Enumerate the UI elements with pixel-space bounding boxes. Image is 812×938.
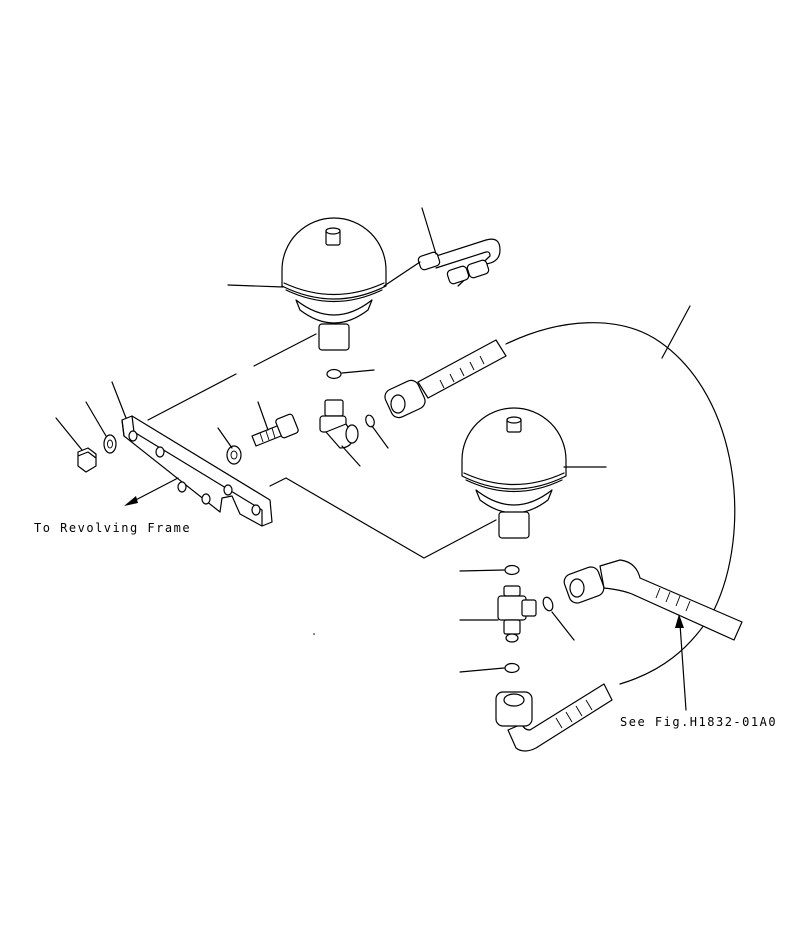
hose-u-bend [417, 238, 501, 287]
nut [77, 447, 97, 473]
o-ring-lower-1 [504, 564, 520, 576]
leader-washer-mid [217, 427, 233, 449]
leader-bolt [257, 401, 269, 431]
leader-hose-u [421, 207, 437, 255]
leader-o-ring-lower-1 [459, 569, 505, 572]
label-revolving-frame: To Revolving Frame [34, 521, 191, 535]
see-fig-arrow-line [679, 623, 687, 711]
leader-o-ring-elbow [371, 425, 389, 449]
washer-mid [226, 445, 242, 465]
leader-nut [55, 417, 83, 451]
accumulator-upper [281, 217, 387, 351]
washer-left [103, 434, 117, 454]
accumulator-lower [461, 407, 567, 539]
see-fig-arrow-head [675, 614, 684, 628]
center-line-2 [269, 477, 497, 559]
leader-o-ring-upper [341, 369, 375, 374]
stray-dot [313, 633, 315, 635]
leader-hose-loop [661, 305, 691, 359]
bracket [121, 415, 273, 527]
leader-bracket [111, 381, 127, 419]
frame-arrow-head [124, 496, 138, 506]
hose-upper [384, 339, 507, 419]
center-line-1a [147, 373, 237, 421]
leader-washer-left [85, 401, 107, 437]
o-ring-upper [326, 368, 342, 380]
leader-o-ring-tee [551, 611, 575, 641]
leader-elbow-upper [341, 445, 361, 467]
center-line-1b [253, 333, 317, 367]
tee-fitting-lower [497, 585, 537, 643]
bolt [251, 413, 299, 447]
hose-elbow-right [563, 559, 743, 641]
o-ring-lower-2 [504, 662, 520, 674]
leader-accumulator-upper [227, 284, 284, 288]
hose-elbow-lower [495, 683, 613, 752]
o-ring-elbow [365, 414, 375, 428]
label-see-fig: See Fig.H1832-01A0 [620, 715, 777, 729]
o-ring-tee [542, 596, 554, 612]
elbow-fitting-upper [319, 399, 359, 449]
leader-o-ring-lower-2 [459, 667, 505, 673]
leader-accumulator-hose [383, 261, 421, 287]
